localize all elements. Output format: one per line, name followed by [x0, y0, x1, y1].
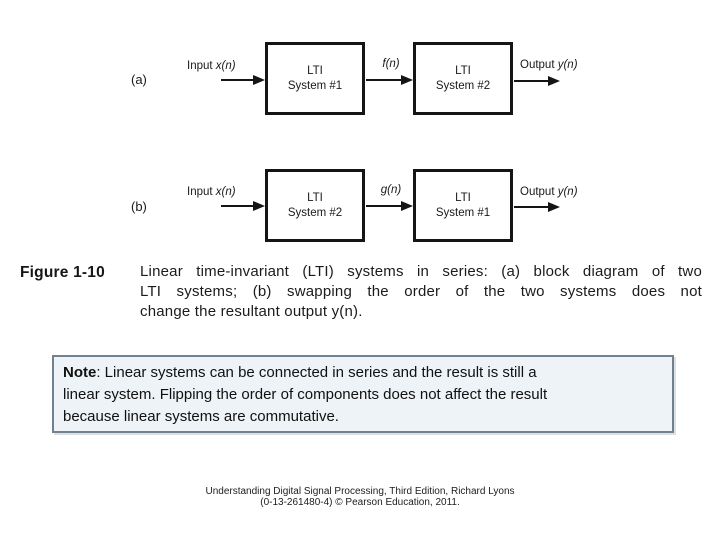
arrow-shaft [514, 80, 548, 82]
figure-number-label: Figure 1-10 [20, 264, 105, 281]
arrow-head-icon [548, 76, 560, 86]
box-title: LTI [307, 191, 323, 204]
diagram-a-mid-signal: f(n) [382, 58, 400, 70]
diagram-a-box-1: LTI System #1 [265, 42, 365, 115]
diagram-a-output-label: Output y(n) [520, 59, 578, 71]
arrow-head-icon [548, 202, 560, 212]
box-subtitle: System #1 [435, 206, 491, 219]
note-box: Note: Linear systems can be connected in… [52, 355, 674, 433]
diagram-b-box-1: LTI System #2 [265, 169, 365, 242]
caption-line: LTI systems; (b) swapping the order of t… [140, 283, 702, 300]
caption-line: change the resultant output y(n). [140, 303, 363, 320]
figure-caption: Linear time-invariant (LTI) systems in s… [140, 262, 702, 322]
box-title: LTI [455, 64, 471, 77]
input-word: Input [187, 60, 216, 72]
input-signal: x(n) [215, 186, 236, 198]
box-title: LTI [455, 191, 471, 204]
arrow-shaft [366, 205, 401, 207]
arrow-head-icon [401, 75, 413, 85]
diagram-a-box-2: LTI System #2 [413, 42, 513, 115]
arrow-head-icon [253, 201, 265, 211]
note-label: Note [63, 364, 97, 381]
diagram-b-input-label: Input x(n) [187, 186, 236, 198]
box-subtitle: System #2 [435, 79, 491, 92]
input-signal: x(n) [215, 60, 236, 72]
output-signal: y(n) [557, 186, 578, 198]
diagram-a-mid-arrow [366, 75, 413, 85]
diagram-b-mid-signal: g(n) [380, 184, 402, 196]
arrow-head-icon [253, 75, 265, 85]
arrow-shaft [221, 79, 253, 81]
note-line: because linear systems are commutative. [63, 408, 339, 425]
box-subtitle: System #1 [287, 79, 343, 92]
arrow-shaft [514, 206, 548, 208]
note-line: linear system. Flipping the order of com… [63, 386, 548, 403]
diagram-a-tag: (a) [131, 72, 147, 87]
citation: Understanding Digital Signal Processing,… [0, 486, 720, 508]
input-word: Input [187, 186, 216, 198]
diagram-a-input-label: Input x(n) [187, 60, 236, 72]
arrow-shaft [366, 79, 401, 81]
diagram-b-mid-arrow [366, 201, 413, 211]
box-subtitle: System #2 [287, 206, 343, 219]
box-title: LTI [307, 64, 323, 77]
arrow-head-icon [401, 201, 413, 211]
diagram-a-output-arrow [514, 76, 560, 86]
output-word: Output [520, 59, 558, 71]
diagram-b-tag: (b) [131, 199, 147, 214]
note-text: : Linear systems can be connected in ser… [96, 364, 537, 381]
citation-line: Understanding Digital Signal Processing,… [205, 486, 515, 497]
diagram-b-input-arrow [221, 201, 265, 211]
note-line: Note: Linear systems can be connected in… [63, 362, 662, 384]
arrow-shaft [221, 205, 253, 207]
diagram-b-output-label: Output y(n) [520, 186, 578, 198]
output-word: Output [520, 186, 558, 198]
output-signal: y(n) [557, 59, 578, 71]
caption-line: Linear time-invariant (LTI) systems in s… [140, 263, 702, 280]
diagram-b-output-arrow [514, 202, 560, 212]
diagram-b-box-2: LTI System #1 [413, 169, 513, 242]
citation-line: (0-13-261480-4) © Pearson Education, 201… [260, 497, 460, 508]
diagram-a-input-arrow [221, 75, 265, 85]
